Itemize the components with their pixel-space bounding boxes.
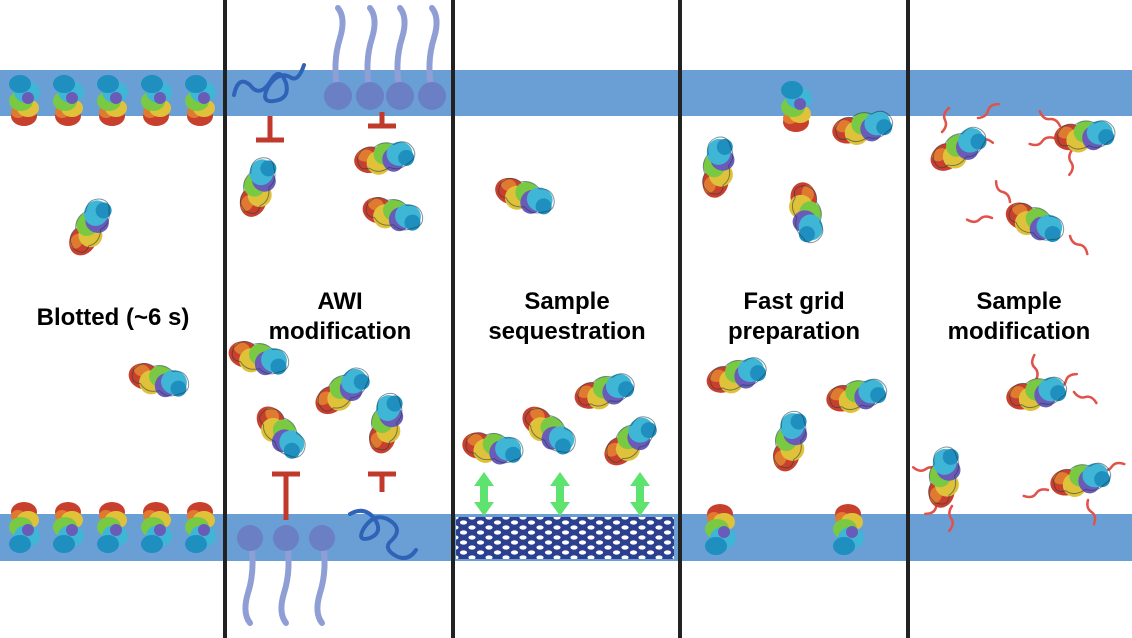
label-sample-modification: Sample modification (947, 288, 1091, 345)
label-awi-modification: AWI modification (268, 288, 412, 345)
polymer-icon (232, 63, 306, 104)
support-film-icon (456, 517, 674, 559)
label-blotted: Blotted (~6 s) (36, 304, 190, 331)
label-sample-sequestration: Sample sequestration (488, 288, 646, 345)
panel-awi (224, 5, 446, 626)
double-arrow-icon (474, 472, 650, 516)
surfactant-icon (332, 5, 440, 96)
panel-sequestration (456, 171, 674, 559)
panel-dividers (223, 0, 910, 638)
inhibitor-icon (256, 112, 396, 143)
label-fast-grid-preparation: Fast grid preparation (727, 288, 861, 345)
